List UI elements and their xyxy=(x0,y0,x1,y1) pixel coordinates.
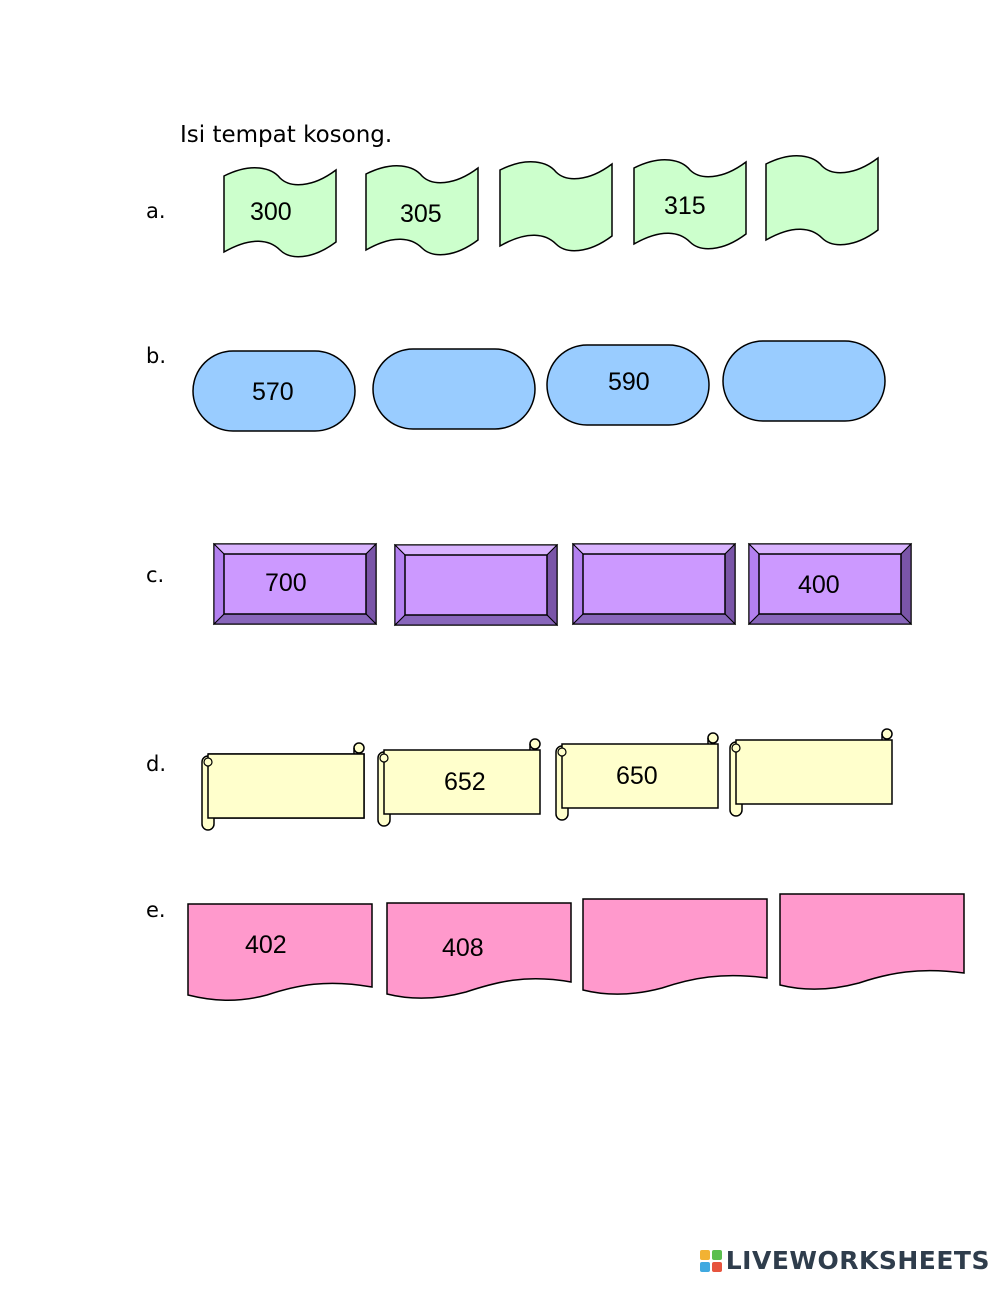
row-c-box-1[interactable]: 700 xyxy=(212,542,378,626)
rounded-terminal-shape xyxy=(192,350,356,432)
scroll-shape xyxy=(201,742,365,831)
box-value: 400 xyxy=(798,571,840,599)
bevel-rect-shape xyxy=(393,543,559,627)
row-d-box-3[interactable]: 650 xyxy=(552,732,722,822)
row-b-box-2[interactable] xyxy=(372,348,536,430)
box-value: 305 xyxy=(400,200,442,228)
instruction: Isi tempat kosong. xyxy=(180,122,393,148)
box-value: 300 xyxy=(250,198,292,226)
liveworksheets-logo-icon xyxy=(699,1249,722,1272)
wave-document-shape xyxy=(386,902,572,1000)
row-c-label: c. xyxy=(146,563,165,587)
wave-flag-shape xyxy=(499,161,613,252)
wave-document-shape xyxy=(582,898,768,996)
scroll-shape xyxy=(729,728,893,817)
box-value: 590 xyxy=(608,368,650,396)
bevel-rect-shape xyxy=(747,542,913,626)
row-e-box-3[interactable] xyxy=(582,898,768,998)
row-e-box-4[interactable] xyxy=(779,893,965,993)
footer-brand: LIVEWORKSHEETS xyxy=(699,1246,990,1275)
row-a-box-1[interactable]: 300 xyxy=(222,166,338,258)
row-a-box-4[interactable]: 315 xyxy=(632,158,748,250)
row-a-box-3[interactable] xyxy=(498,160,614,252)
scroll-shape xyxy=(555,732,719,821)
row-d-label: d. xyxy=(146,752,167,776)
scroll-shape xyxy=(377,738,541,827)
wave-document-shape xyxy=(187,903,373,1002)
row-a-box-5[interactable] xyxy=(764,154,880,246)
row-a-box-2[interactable]: 305 xyxy=(364,164,480,256)
wave-flag-shape xyxy=(765,155,879,246)
row-c-box-2[interactable] xyxy=(393,543,559,627)
row-e-label: e. xyxy=(146,898,166,922)
row-e-box-1[interactable]: 402 xyxy=(187,903,373,1003)
row-b-box-3[interactable]: 590 xyxy=(546,344,710,426)
wave-flag-shape xyxy=(365,165,479,256)
row-b-box-1[interactable]: 570 xyxy=(192,350,356,432)
wave-flag-shape xyxy=(633,159,747,250)
brand-name: LIVEWORKSHEETS xyxy=(725,1246,990,1275)
box-value: 315 xyxy=(664,192,706,220)
row-b-label: b. xyxy=(146,344,167,368)
box-value: 652 xyxy=(444,768,486,796)
row-d-box-1[interactable] xyxy=(198,742,368,832)
box-value: 700 xyxy=(265,569,307,597)
box-value: 402 xyxy=(245,931,287,959)
row-c-box-4[interactable]: 400 xyxy=(747,542,913,626)
row-b-box-4[interactable] xyxy=(722,340,886,422)
rounded-terminal-shape xyxy=(546,344,710,426)
rounded-terminal-shape xyxy=(372,348,536,430)
rounded-terminal-shape xyxy=(722,340,886,422)
box-value: 650 xyxy=(616,762,658,790)
row-e-box-2[interactable]: 408 xyxy=(386,902,572,1002)
row-a-label: a. xyxy=(146,199,166,223)
bevel-rect-shape xyxy=(212,542,378,626)
wave-flag-shape xyxy=(223,167,337,258)
row-c-box-3[interactable] xyxy=(571,542,737,626)
bevel-rect-shape xyxy=(571,542,737,626)
box-value: 570 xyxy=(252,378,294,406)
box-value: 408 xyxy=(442,934,484,962)
wave-document-shape xyxy=(779,893,965,991)
row-d-box-4[interactable] xyxy=(726,728,896,818)
row-d-box-2[interactable]: 652 xyxy=(374,738,544,828)
